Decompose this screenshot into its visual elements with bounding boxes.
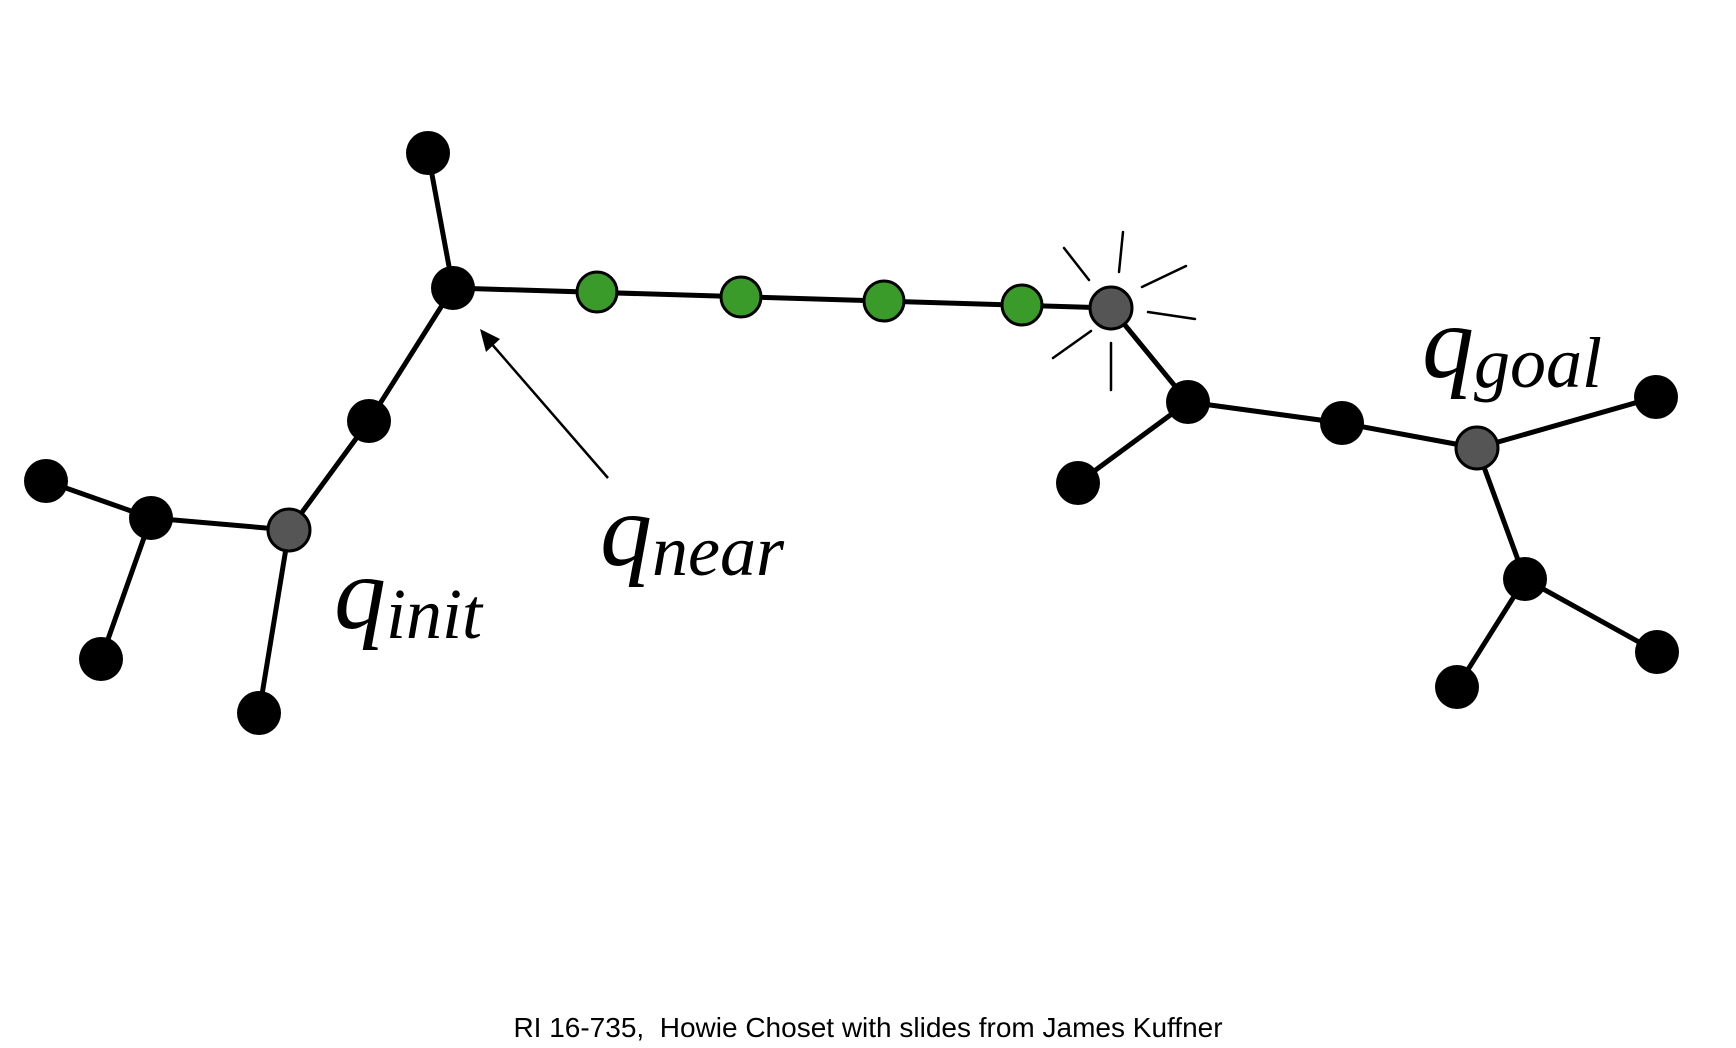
- tree-node: [1634, 375, 1678, 419]
- extension-node: [719, 275, 763, 319]
- tree-edge: [1474, 445, 1528, 582]
- extension-node: [1000, 283, 1044, 327]
- tree-node: [1635, 630, 1679, 674]
- right-tree-nodes: [1056, 375, 1679, 709]
- left-tree-nodes: [24, 131, 475, 735]
- burst-ray: [1051, 329, 1093, 360]
- q-goal-node: [1454, 425, 1500, 471]
- tree-node: [79, 637, 123, 681]
- q-near-main: q: [600, 473, 652, 588]
- extension-path: [450, 270, 1114, 327]
- tree-node: [1320, 401, 1364, 445]
- arrow-head: [480, 329, 500, 352]
- tree-edge: [256, 527, 292, 716]
- tree-edge: [98, 515, 154, 662]
- tree-node: [347, 399, 391, 443]
- tree-node: [1435, 665, 1479, 709]
- burst-ray: [1117, 230, 1125, 274]
- extension-node: [575, 270, 619, 314]
- q-near-arrow: [480, 329, 609, 479]
- arrow-shaft: [489, 341, 609, 479]
- q-init-main: q: [334, 536, 386, 651]
- tree-edge: [425, 150, 456, 291]
- burst-ray: [1146, 310, 1197, 321]
- q-near-label: qnear: [600, 473, 785, 591]
- extension-node: [862, 279, 906, 323]
- tree-node: [1166, 380, 1210, 424]
- connection-burst: [1051, 230, 1197, 392]
- tree-edge: [1474, 394, 1659, 451]
- tree-edge: [1522, 576, 1660, 655]
- q-init-label: qinit: [334, 536, 484, 654]
- burst-ray: [1062, 246, 1091, 282]
- burst-ray: [1140, 264, 1188, 289]
- q-goal-main: q: [1422, 285, 1474, 400]
- tree-node: [24, 459, 68, 503]
- tree-node: [237, 691, 281, 735]
- tree-node: [1503, 557, 1547, 601]
- tree-edge: [1075, 399, 1191, 486]
- tree-node: [1056, 461, 1100, 505]
- q-init-node: [266, 507, 312, 553]
- left-tree: [24, 131, 475, 735]
- q-goal-subscript: goal: [1474, 323, 1602, 403]
- tree-node: [129, 496, 173, 540]
- q-goal-label: qgoal: [1422, 285, 1602, 403]
- tree-edge: [148, 515, 292, 533]
- extension-nodes: [575, 270, 1044, 327]
- q-init-subscript: init: [386, 574, 484, 654]
- meeting-node: [1088, 285, 1134, 331]
- q-near-subscript: near: [652, 511, 785, 591]
- slide-footer: RI 16-735, Howie Choset with slides from…: [513, 1012, 1223, 1043]
- tree-edge: [286, 418, 372, 533]
- tree-edge: [366, 285, 456, 424]
- right-tree: [1056, 285, 1679, 709]
- tree-node: [406, 131, 450, 175]
- left-tree-edges: [43, 150, 456, 716]
- tree-edge: [1339, 420, 1480, 451]
- tree-edge: [1185, 399, 1345, 426]
